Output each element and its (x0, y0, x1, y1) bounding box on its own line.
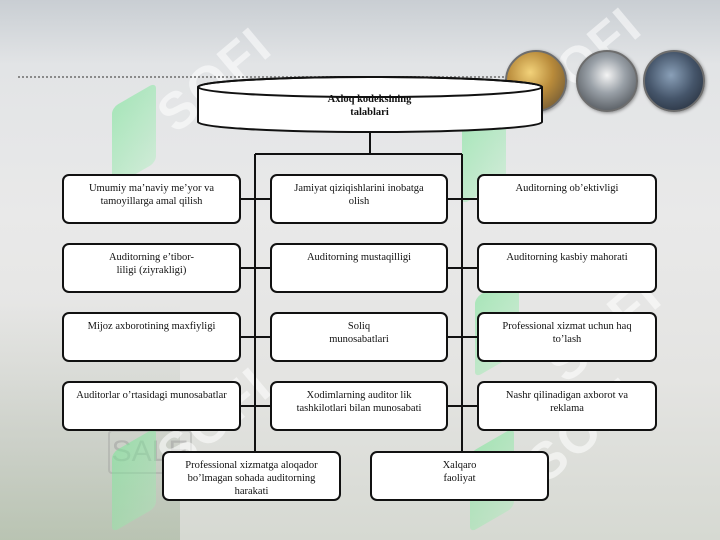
header-photo-people (643, 50, 705, 112)
node-auditor-obektivligi: Auditorning ob’ektivligi (477, 174, 657, 224)
node-auditor-etiborliligi: Auditorning e’tibor- liligi (ziyrakligi) (62, 243, 241, 293)
node-auditor-kasbiy-mahorati: Auditorning kasbiy mahorati (477, 243, 657, 293)
node-jamiyat-qiziqishlari: Jamiyat qiziqishlarini inobatga olish (270, 174, 448, 224)
node-soliq-munosabatlari: Soliq munosabatlari (270, 312, 448, 362)
diagram-title-node: Axloq kodeksining talablari (327, 94, 412, 118)
node-auditor-mustaqilligi: Auditorning mustaqilligi (270, 243, 448, 293)
node-xodimlar-munosabati: Xodimlarning auditor lik tashkilotlari b… (270, 381, 448, 431)
node-xalqaro-faoliyat: Xalqaro faoliyat (370, 451, 549, 501)
header-dotted-line (18, 76, 508, 78)
node-mijoz-axboroti-maxfiyligi: Mijoz axborotining maxfiyligi (62, 312, 241, 362)
node-nashr-axborot-reklama: Nashr qilinadigan axborot va reklama (477, 381, 657, 431)
node-professional-xizmat-harakati: Professional xizmatga aloqador bo’lmagan… (162, 451, 341, 501)
node-professional-xizmat-haq: Professional xizmat uchun haq to’lash (477, 312, 657, 362)
node-umumiy-meyor: Umumiy ma’naviy me’yor va tamoyillarga a… (62, 174, 241, 224)
header-photo-office (576, 50, 638, 112)
node-auditorlar-munosabatlari: Auditorlar o’rtasidagi munosabatlar (62, 381, 241, 431)
